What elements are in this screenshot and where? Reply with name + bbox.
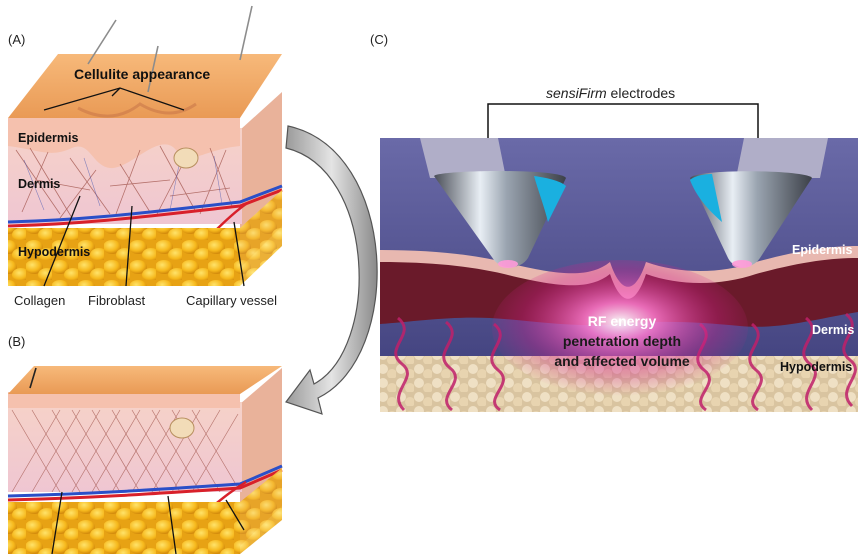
electrodes-suffix: electrodes <box>607 85 675 101</box>
left-electrode-tip <box>498 260 518 268</box>
panel-c-dermis-label: Dermis <box>812 323 854 337</box>
panel-a-dermis-label: Dermis <box>18 177 60 191</box>
panel-b-marker: (B) <box>8 334 25 349</box>
panel-c: (C) sensiFirm electrodes <box>370 32 858 412</box>
rf-label-line3: and affected volume <box>554 353 690 369</box>
panel-b-epidermis-layer <box>8 392 240 408</box>
panel-b-dermis-layer <box>8 402 242 492</box>
panel-a: (A) <box>8 6 282 308</box>
panel-b-skin-surface <box>8 366 282 394</box>
panel-a-hair-3 <box>240 6 252 60</box>
panel-a-epidermis-label: Epidermis <box>18 131 78 145</box>
panel-b-fibroblast-cluster <box>170 418 194 438</box>
panel-a-fibroblast-label: Fibroblast <box>88 293 145 308</box>
panel-a-cellulite-label: Cellulite appearance <box>74 66 210 82</box>
rf-label-line1: RF energy <box>588 313 657 329</box>
panel-a-fibroblast-cluster <box>174 148 198 168</box>
panel-a-collagen-label: Collagen <box>14 293 65 308</box>
panel-c-epidermis-label: Epidermis <box>792 243 852 257</box>
panel-a-capillary-label: Capillary vessel <box>186 293 277 308</box>
panel-b: (B) <box>8 334 282 554</box>
rf-label-line2: penetration depth <box>563 333 681 349</box>
panel-c-marker: (C) <box>370 32 388 47</box>
electrodes-brand: sensiFirm <box>546 85 607 101</box>
panel-b-hypodermis-layer <box>8 502 240 554</box>
panel-a-marker: (A) <box>8 32 25 47</box>
panel-c-hypodermis-label: Hypodermis <box>780 360 852 374</box>
panel-a-hypodermis-label: Hypodermis <box>18 245 90 259</box>
electrodes-title: sensiFirm electrodes <box>546 85 675 101</box>
right-electrode-tip <box>732 260 752 268</box>
transition-arrow <box>286 126 377 414</box>
